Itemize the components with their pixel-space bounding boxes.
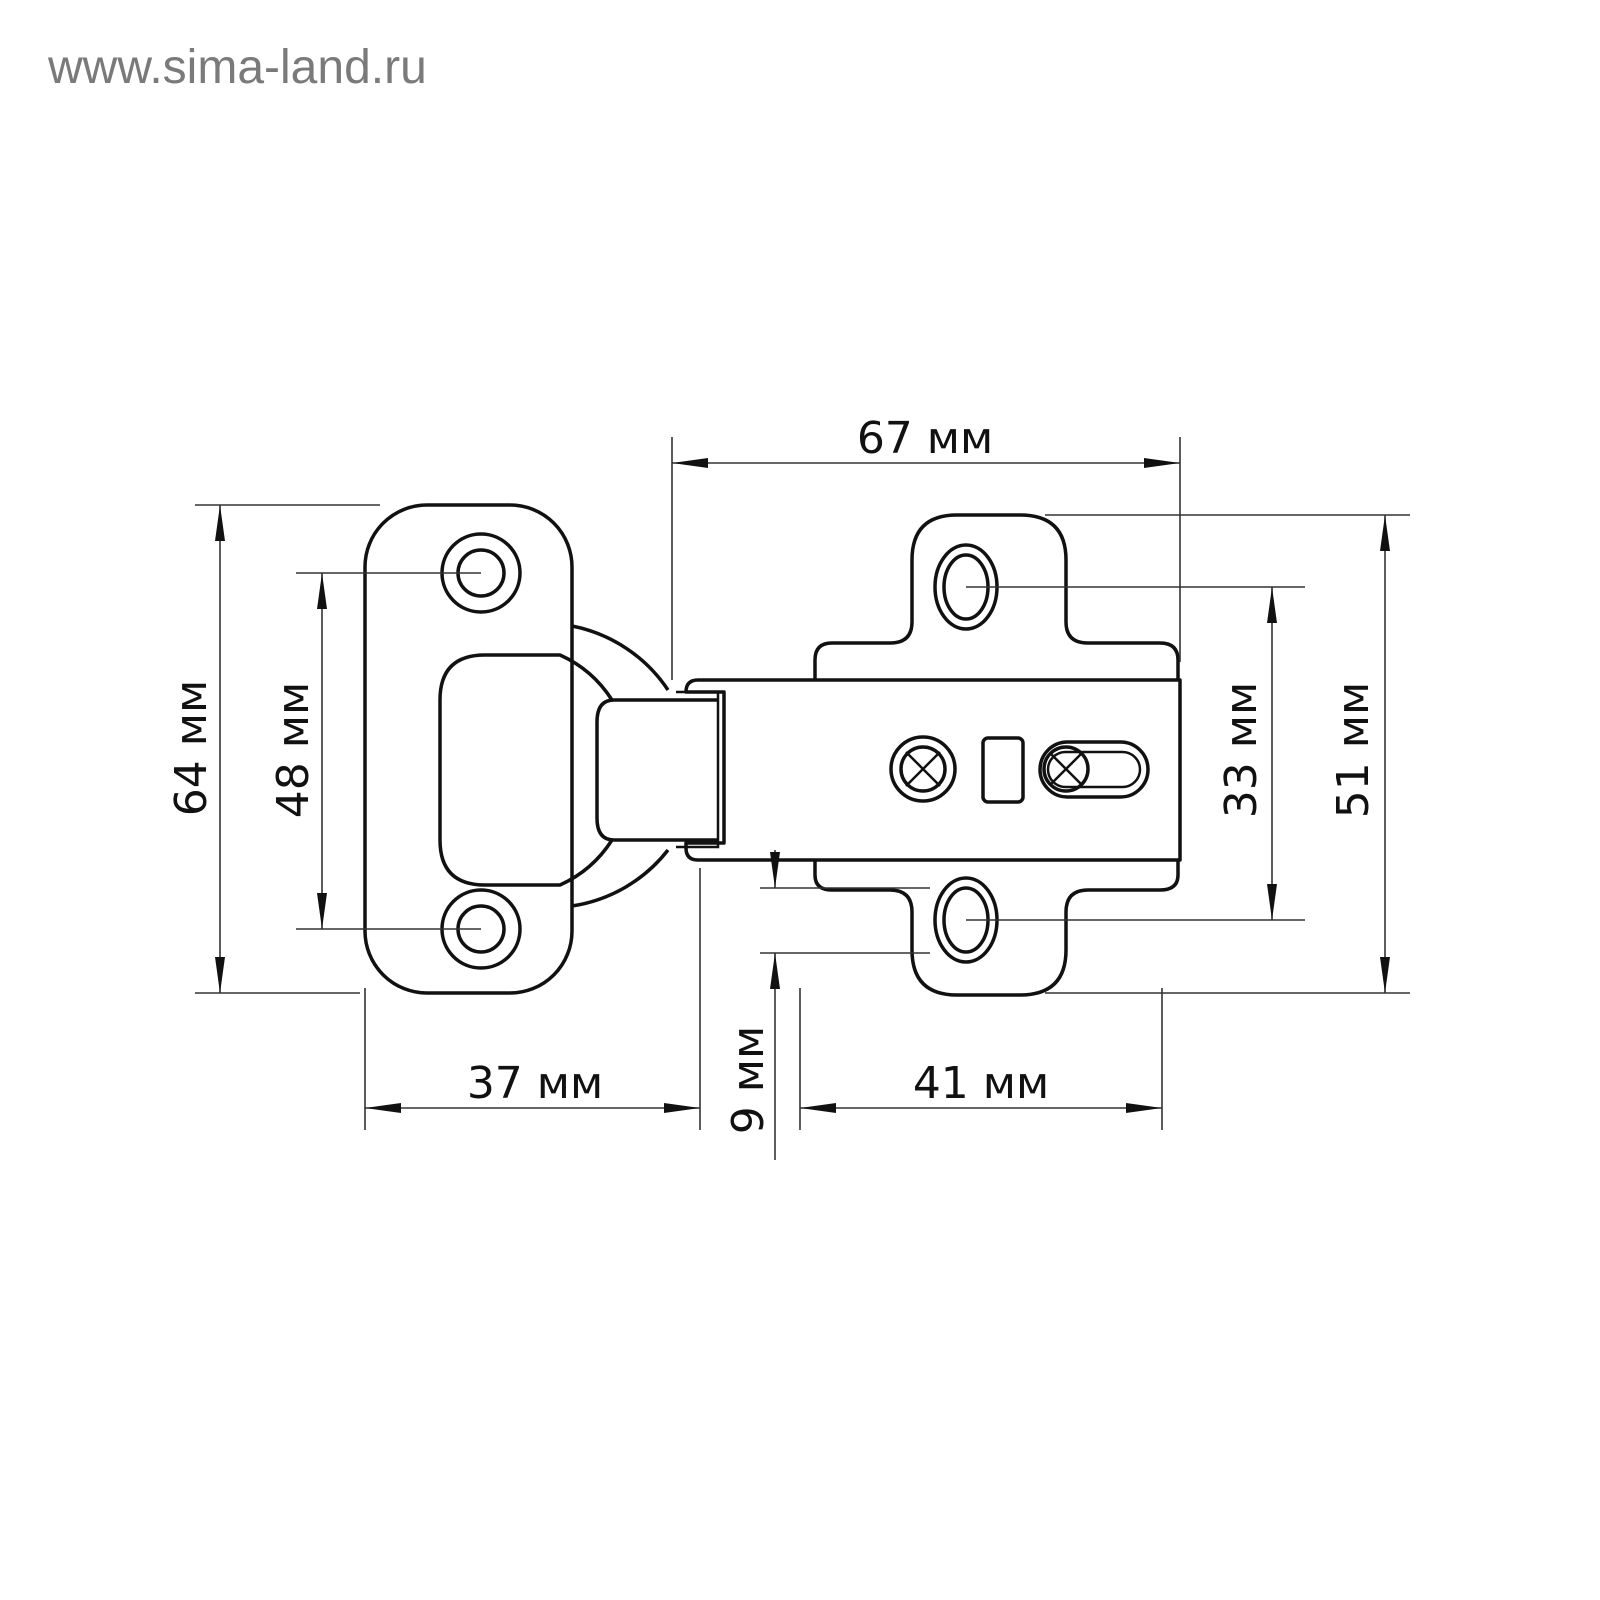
dim-label-9: 9 мм (723, 1026, 774, 1134)
screw-icon (889, 735, 957, 803)
mounting-plate-top (813, 513, 1180, 680)
cup-recess (438, 653, 614, 887)
mounting-plate-bottom (813, 860, 1180, 997)
dim-label-37: 37 мм (467, 1058, 603, 1109)
extension-lines (195, 437, 1410, 1130)
dim-label-51: 51 мм (1328, 682, 1379, 818)
adjust-screw-icon (1042, 745, 1090, 793)
hinge-knuckle (595, 698, 718, 842)
arm-bracket (676, 690, 720, 849)
cup-arc-outer (571, 624, 670, 908)
dim-label-48: 48 мм (268, 682, 319, 818)
dim-label-33: 33 мм (1216, 682, 1267, 818)
hinge-arm (676, 678, 1182, 862)
hinge-arm-outline (684, 678, 1182, 862)
dim-label-67: 67 мм (857, 413, 993, 464)
cup-plate (363, 503, 718, 995)
watermark: www.sima-land.ru (48, 41, 427, 94)
adjust-slot-inner (1046, 750, 1142, 789)
dim-label-64: 64 мм (166, 680, 217, 816)
arm-window (981, 736, 1025, 804)
dim-label-41: 41 мм (913, 1058, 1049, 1109)
cup-plate-outline (363, 503, 574, 995)
adjust-slot-outer (1038, 740, 1150, 799)
